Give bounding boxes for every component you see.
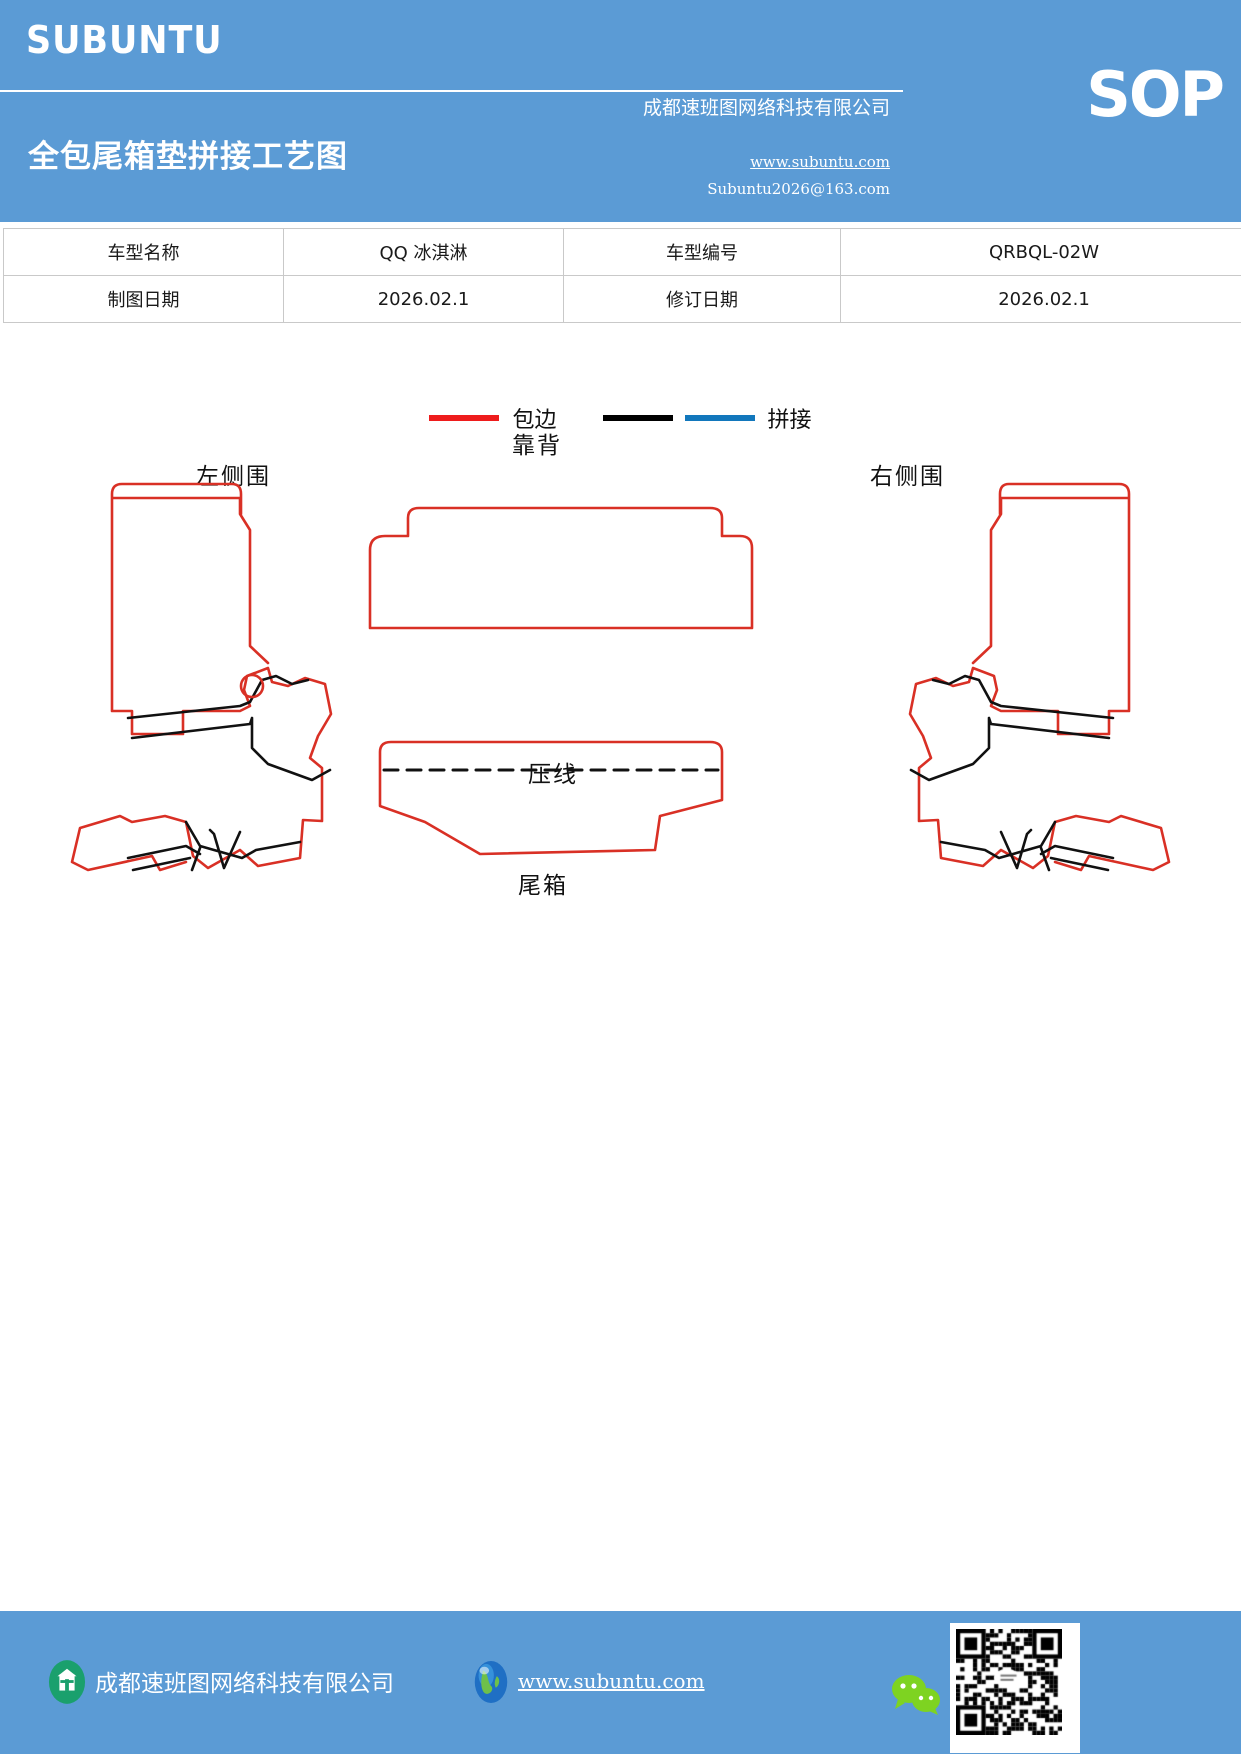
header-email: Subuntu2026@163.com — [707, 180, 890, 198]
left-side-hole-marker — [239, 673, 265, 699]
footer-website-link[interactable]: www.subuntu.com — [518, 1669, 705, 1693]
table-row: 车型名称 QQ 冰淇淋 车型编号 QRBQL-02W — [3, 228, 1241, 276]
legend-swatch-red — [429, 415, 500, 421]
qr-code-canvas — [956, 1629, 1062, 1735]
legend-swatch-black — [602, 415, 673, 421]
page-title: 全包尾箱垫拼接工艺图 — [28, 139, 348, 175]
left-side-splice-lines — [126, 674, 332, 872]
globe-icon — [474, 1661, 508, 1703]
cell-model-name-value: QQ 冰淇淋 — [283, 228, 564, 276]
left-side-binding-outline — [70, 482, 333, 872]
label-right-side: 右侧围 — [870, 464, 945, 490]
brand-logo: SUBUNTU — [26, 18, 223, 62]
parts-outline-svg — [70, 482, 1171, 872]
trunk-outline — [378, 740, 724, 856]
backrest-outline — [368, 506, 754, 630]
table-row: 制图日期 2026.02.1 修订日期 2026.02.1 — [3, 275, 1241, 323]
technical-drawing-canvas: 左侧围 右侧围 靠背 压线 尾箱 — [0, 418, 1241, 938]
legend-item-splice: 拼接 — [684, 402, 812, 434]
legend-swatch-blue — [684, 415, 755, 421]
qr-code-icon — [950, 1623, 1080, 1753]
legend-label-binding: 包边 — [512, 408, 557, 433]
header-company-name: 成都速班图网络科技有限公司 — [642, 97, 890, 119]
header-divider — [0, 90, 903, 92]
header-website-link[interactable]: www.subuntu.com — [750, 153, 890, 171]
right-side-binding-outline — [908, 482, 1171, 872]
cell-model-name-label: 车型名称 — [3, 228, 284, 276]
cell-model-code-label: 车型编号 — [563, 228, 841, 276]
page-header: SUBUNTU 成都速班图网络科技有限公司 SOP 全包尾箱垫拼接工艺图 www… — [0, 0, 1241, 222]
cell-draw-date-label: 制图日期 — [3, 275, 284, 323]
sop-badge: SOP — [1086, 58, 1225, 131]
legend: 包边 拼接 — [0, 400, 1241, 436]
footer-company-name: 成都速班图网络科技有限公司 — [95, 1671, 394, 1697]
building-icon — [48, 1660, 86, 1704]
vehicle-info-table: 车型名称 QQ 冰淇淋 车型编号 QRBQL-02W 制图日期 2026.02.… — [3, 228, 1241, 323]
label-crease-line: 压线 — [528, 762, 578, 788]
label-left-side: 左侧围 — [196, 464, 271, 490]
cell-draw-date-value: 2026.02.1 — [283, 275, 564, 323]
page-footer: 成都速班图网络科技有限公司 www.subuntu.com — [0, 1611, 1241, 1754]
cell-model-code-value: QRBQL-02W — [840, 228, 1241, 276]
right-side-splice-lines — [909, 674, 1115, 872]
cell-revision-date-value: 2026.02.1 — [840, 275, 1241, 323]
legend-item-binding: 包边 — [429, 402, 557, 434]
cell-revision-date-label: 修订日期 — [563, 275, 841, 323]
legend-label-splice: 拼接 — [767, 408, 812, 433]
legend-item-black — [602, 415, 673, 421]
wechat-icon — [892, 1675, 940, 1715]
label-backrest: 靠背 — [512, 433, 562, 459]
label-trunk: 尾箱 — [518, 873, 568, 899]
